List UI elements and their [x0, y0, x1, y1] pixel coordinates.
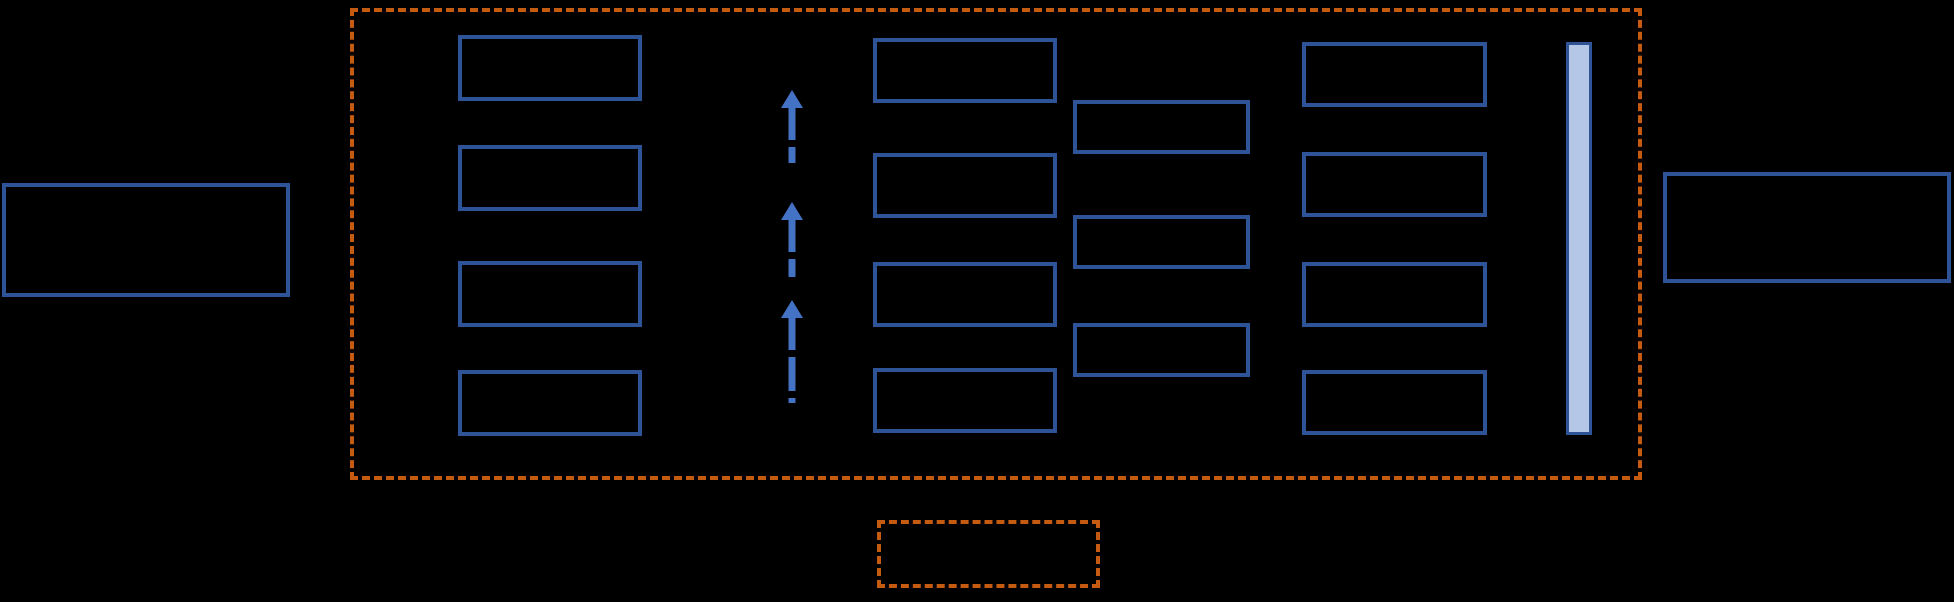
- outer-dashed-container: [350, 8, 1642, 480]
- column4-box-2: [1302, 152, 1487, 217]
- column4-box-1: [1302, 42, 1487, 107]
- dashed-up-arrow-icon: [781, 300, 803, 403]
- arrowhead-icon: [781, 90, 803, 108]
- column1-box-3: [458, 261, 642, 327]
- column2-box-2: [873, 153, 1057, 218]
- arrow-shaft: [788, 218, 796, 277]
- dashed-up-arrow-icon: [781, 202, 803, 277]
- column4-box-3: [1302, 262, 1487, 327]
- arrow-shaft: [788, 316, 796, 403]
- column1-box-1: [458, 35, 642, 101]
- arrowhead-icon: [781, 202, 803, 220]
- left-box: [2, 183, 290, 297]
- right-box: [1663, 172, 1951, 283]
- arrow-shaft: [788, 106, 796, 163]
- arrowhead-icon: [781, 300, 803, 318]
- vertical-bar: [1566, 42, 1592, 435]
- column2-box-3: [873, 262, 1057, 327]
- column1-box-2: [458, 145, 642, 211]
- column1-box-4: [458, 370, 642, 436]
- column2-box-1: [873, 38, 1057, 103]
- bottom-dashed-box: [877, 520, 1100, 588]
- column3-box-1: [1073, 100, 1250, 154]
- column2-box-4: [873, 368, 1057, 433]
- column3-box-2: [1073, 215, 1250, 269]
- dashed-up-arrow-icon: [781, 90, 803, 163]
- column3-box-3: [1073, 323, 1250, 377]
- column4-box-4: [1302, 370, 1487, 435]
